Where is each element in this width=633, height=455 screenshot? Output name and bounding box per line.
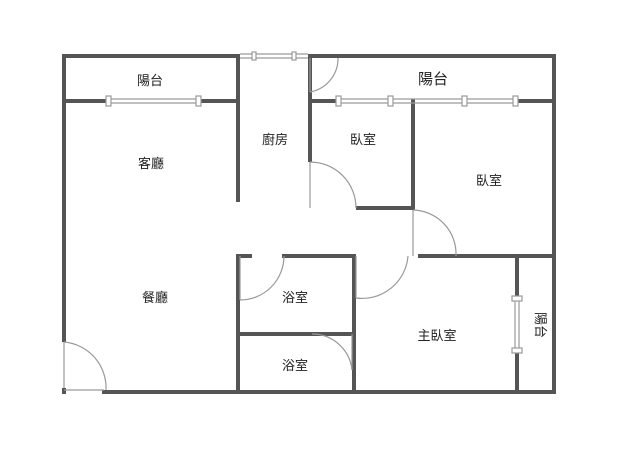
label-kitchen: 廚房	[262, 132, 288, 148]
label-master-bedroom: 主臥室	[417, 328, 456, 344]
label-balcony-right: 陽台	[532, 312, 547, 338]
door-bedroom-2	[412, 209, 457, 257]
label-bedroom-2: 臥室	[476, 173, 502, 189]
label-balcony-left: 陽台	[137, 74, 163, 89]
door-bedroom-1	[309, 161, 357, 209]
interior-walls	[62, 54, 556, 394]
label-dining-room: 餐廳	[142, 290, 168, 306]
door-bathroom-2	[311, 333, 353, 371]
door-master-bedroom	[355, 255, 409, 300]
door-bathroom-1	[239, 255, 285, 301]
label-living-room: 客廳	[138, 156, 164, 172]
windows	[105, 51, 523, 354]
doors	[63, 57, 457, 391]
label-balcony-top: 陽台	[418, 70, 448, 88]
room-labels: 陽台 陽台 客廳 餐廳 廚房 臥室 臥室 浴室 浴室 主臥室 陽台	[137, 70, 547, 374]
label-bathroom-2: 浴室	[282, 358, 308, 374]
door-main-entry	[63, 341, 107, 391]
label-bedroom-1: 臥室	[350, 132, 376, 148]
label-bathroom-1: 浴室	[282, 290, 308, 306]
outer-walls	[62, 54, 556, 394]
door-kitchen-top	[309, 57, 339, 93]
